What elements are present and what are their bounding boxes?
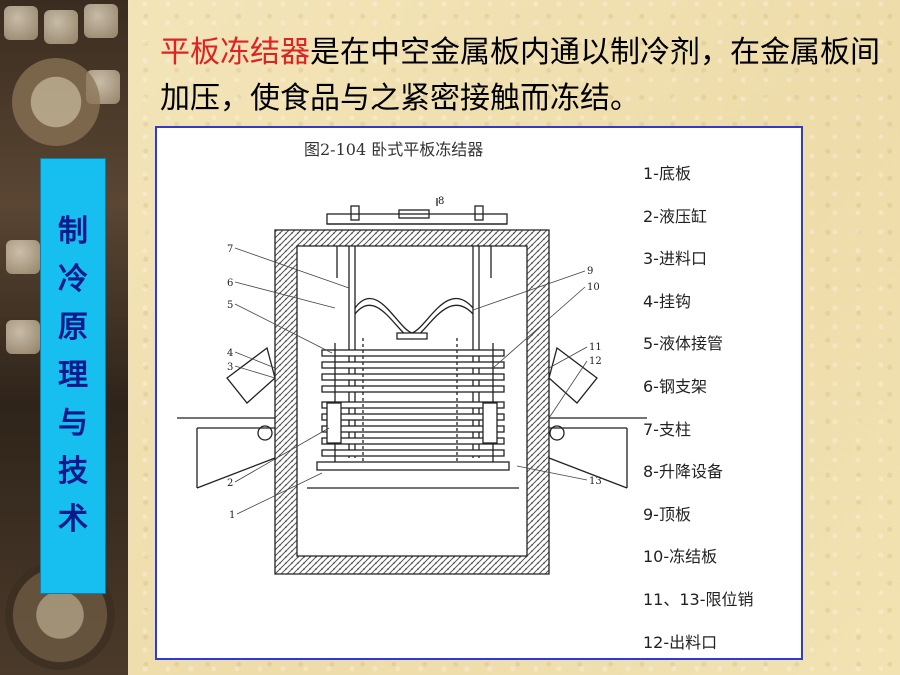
highlight-term: 平板冻结器 xyxy=(160,35,310,70)
legend-item: 3-进料口 xyxy=(643,249,707,269)
callout-7: 7 xyxy=(227,244,233,255)
decor-chip xyxy=(44,10,78,44)
freezer-diagram: 1 2 3 4 5 6 7 8 9 10 11 12 13 xyxy=(177,196,647,575)
seal-emblem xyxy=(12,58,100,146)
decor-chip xyxy=(84,4,118,38)
legend-item: 7-支柱 xyxy=(643,419,691,439)
callout-5: 5 xyxy=(227,300,233,311)
title-char: 与 xyxy=(58,406,88,441)
freezer-figure: 图2-104 卧式平板冻结器 xyxy=(155,126,803,660)
title-char: 冷 xyxy=(58,262,88,297)
legend-item: 9-顶板 xyxy=(643,504,691,524)
decor-chip xyxy=(4,6,38,40)
callout-2: 2 xyxy=(227,478,233,489)
slide-headline: 平板冻结器是在中空金属板内通以制冷剂，在金属板间加压，使食品与之紧密接触而冻结。 xyxy=(160,30,880,122)
headline-text: 是在中空金属板内通以制冷剂，在金属板间加压，使食品与之紧密接触而冻结。 xyxy=(160,35,880,116)
callout-9: 9 xyxy=(587,266,593,277)
title-char: 术 xyxy=(58,502,88,537)
legend-item: 10-冻结板 xyxy=(643,547,718,567)
callout-3: 3 xyxy=(227,362,233,373)
callout-1: 1 xyxy=(229,510,235,521)
title-char: 制 xyxy=(58,214,88,249)
callout-4: 4 xyxy=(227,348,233,359)
callout-10: 10 xyxy=(587,282,600,293)
legend-item: 1-底板 xyxy=(643,164,691,183)
decor-chip xyxy=(6,320,40,354)
callout-13: 13 xyxy=(589,476,602,487)
decor-chip xyxy=(6,240,40,274)
callout-11: 11 xyxy=(589,342,602,353)
figure-legend: 1-底板 2-液压缸 3-进料口 4-挂钩 5-液体接管 6-钢支架 7-支柱 … xyxy=(643,164,793,675)
figure-caption: 图2-104 卧式平板冻结器 xyxy=(304,140,484,159)
title-char: 原 xyxy=(58,310,88,345)
vertical-course-title: 制 冷 原 理 与 技 术 xyxy=(40,158,106,594)
legend-item: 11、13-限位销 xyxy=(643,589,754,609)
callout-8: 8 xyxy=(438,196,444,207)
title-char: 技 xyxy=(58,454,88,489)
legend-item: 8-升降设备 xyxy=(643,462,723,482)
legend-item: 5-液体接管 xyxy=(643,334,723,354)
legend-item: 2-液压缸 xyxy=(643,206,707,226)
legend-item: 4-挂钩 xyxy=(643,291,691,311)
title-char: 理 xyxy=(58,358,88,393)
callout-6: 6 xyxy=(227,278,233,289)
legend-item: 12-出料口 xyxy=(643,632,718,652)
legend-item: 6-钢支架 xyxy=(643,376,707,396)
callout-12: 12 xyxy=(589,356,602,367)
